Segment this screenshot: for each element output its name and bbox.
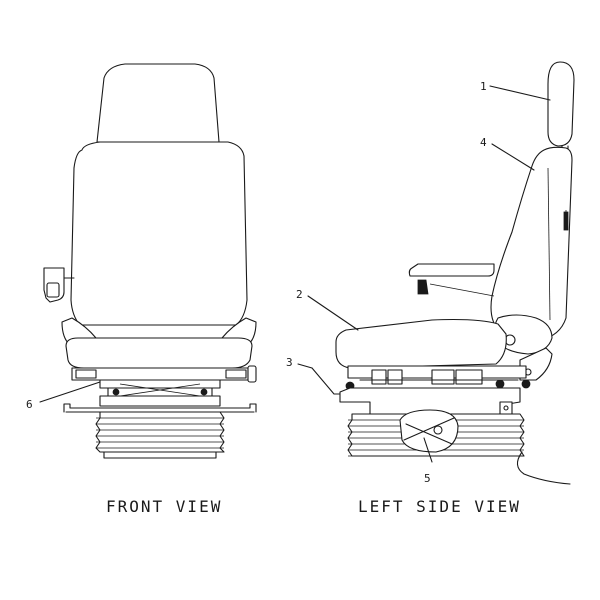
side-suspension-knob (399, 409, 459, 453)
side-backrest (490, 146, 573, 341)
leader-4 (491, 143, 535, 171)
callout-6: 6 (26, 398, 33, 411)
side-headrest (547, 61, 575, 147)
leader-5 (423, 437, 433, 463)
front-suspension-bellows (95, 411, 225, 459)
callout-5: 5 (424, 472, 431, 485)
leader-1 (489, 85, 551, 101)
callout-1: 1 (480, 80, 487, 93)
callout-2: 2 (296, 288, 303, 301)
callout-leaders (39, 85, 551, 463)
front-seat-pan (71, 367, 249, 381)
front-seat-cushion (65, 337, 253, 369)
side-view-caption: LEFT SIDE VIEW (358, 497, 521, 516)
side-armrest (408, 263, 495, 277)
front-headrest (96, 63, 220, 143)
front-view-seat (43, 63, 257, 459)
callout-3: 3 (286, 356, 293, 369)
leader-2 (307, 295, 359, 331)
side-cable (516, 451, 571, 485)
side-seat-cushion (335, 318, 507, 369)
side-view-seat (311, 61, 575, 485)
callout-numbers: 1 2 3 4 5 6 (26, 80, 487, 485)
leader-3 (297, 363, 313, 369)
side-pan-details (345, 369, 531, 391)
leader-6 (39, 381, 101, 403)
side-recline-mechanism (493, 314, 553, 381)
front-backrest (70, 141, 248, 326)
front-base-frame (63, 395, 257, 413)
front-view-caption: FRONT VIEW (106, 497, 222, 516)
front-linkage (99, 379, 221, 397)
callout-4: 4 (480, 136, 487, 149)
